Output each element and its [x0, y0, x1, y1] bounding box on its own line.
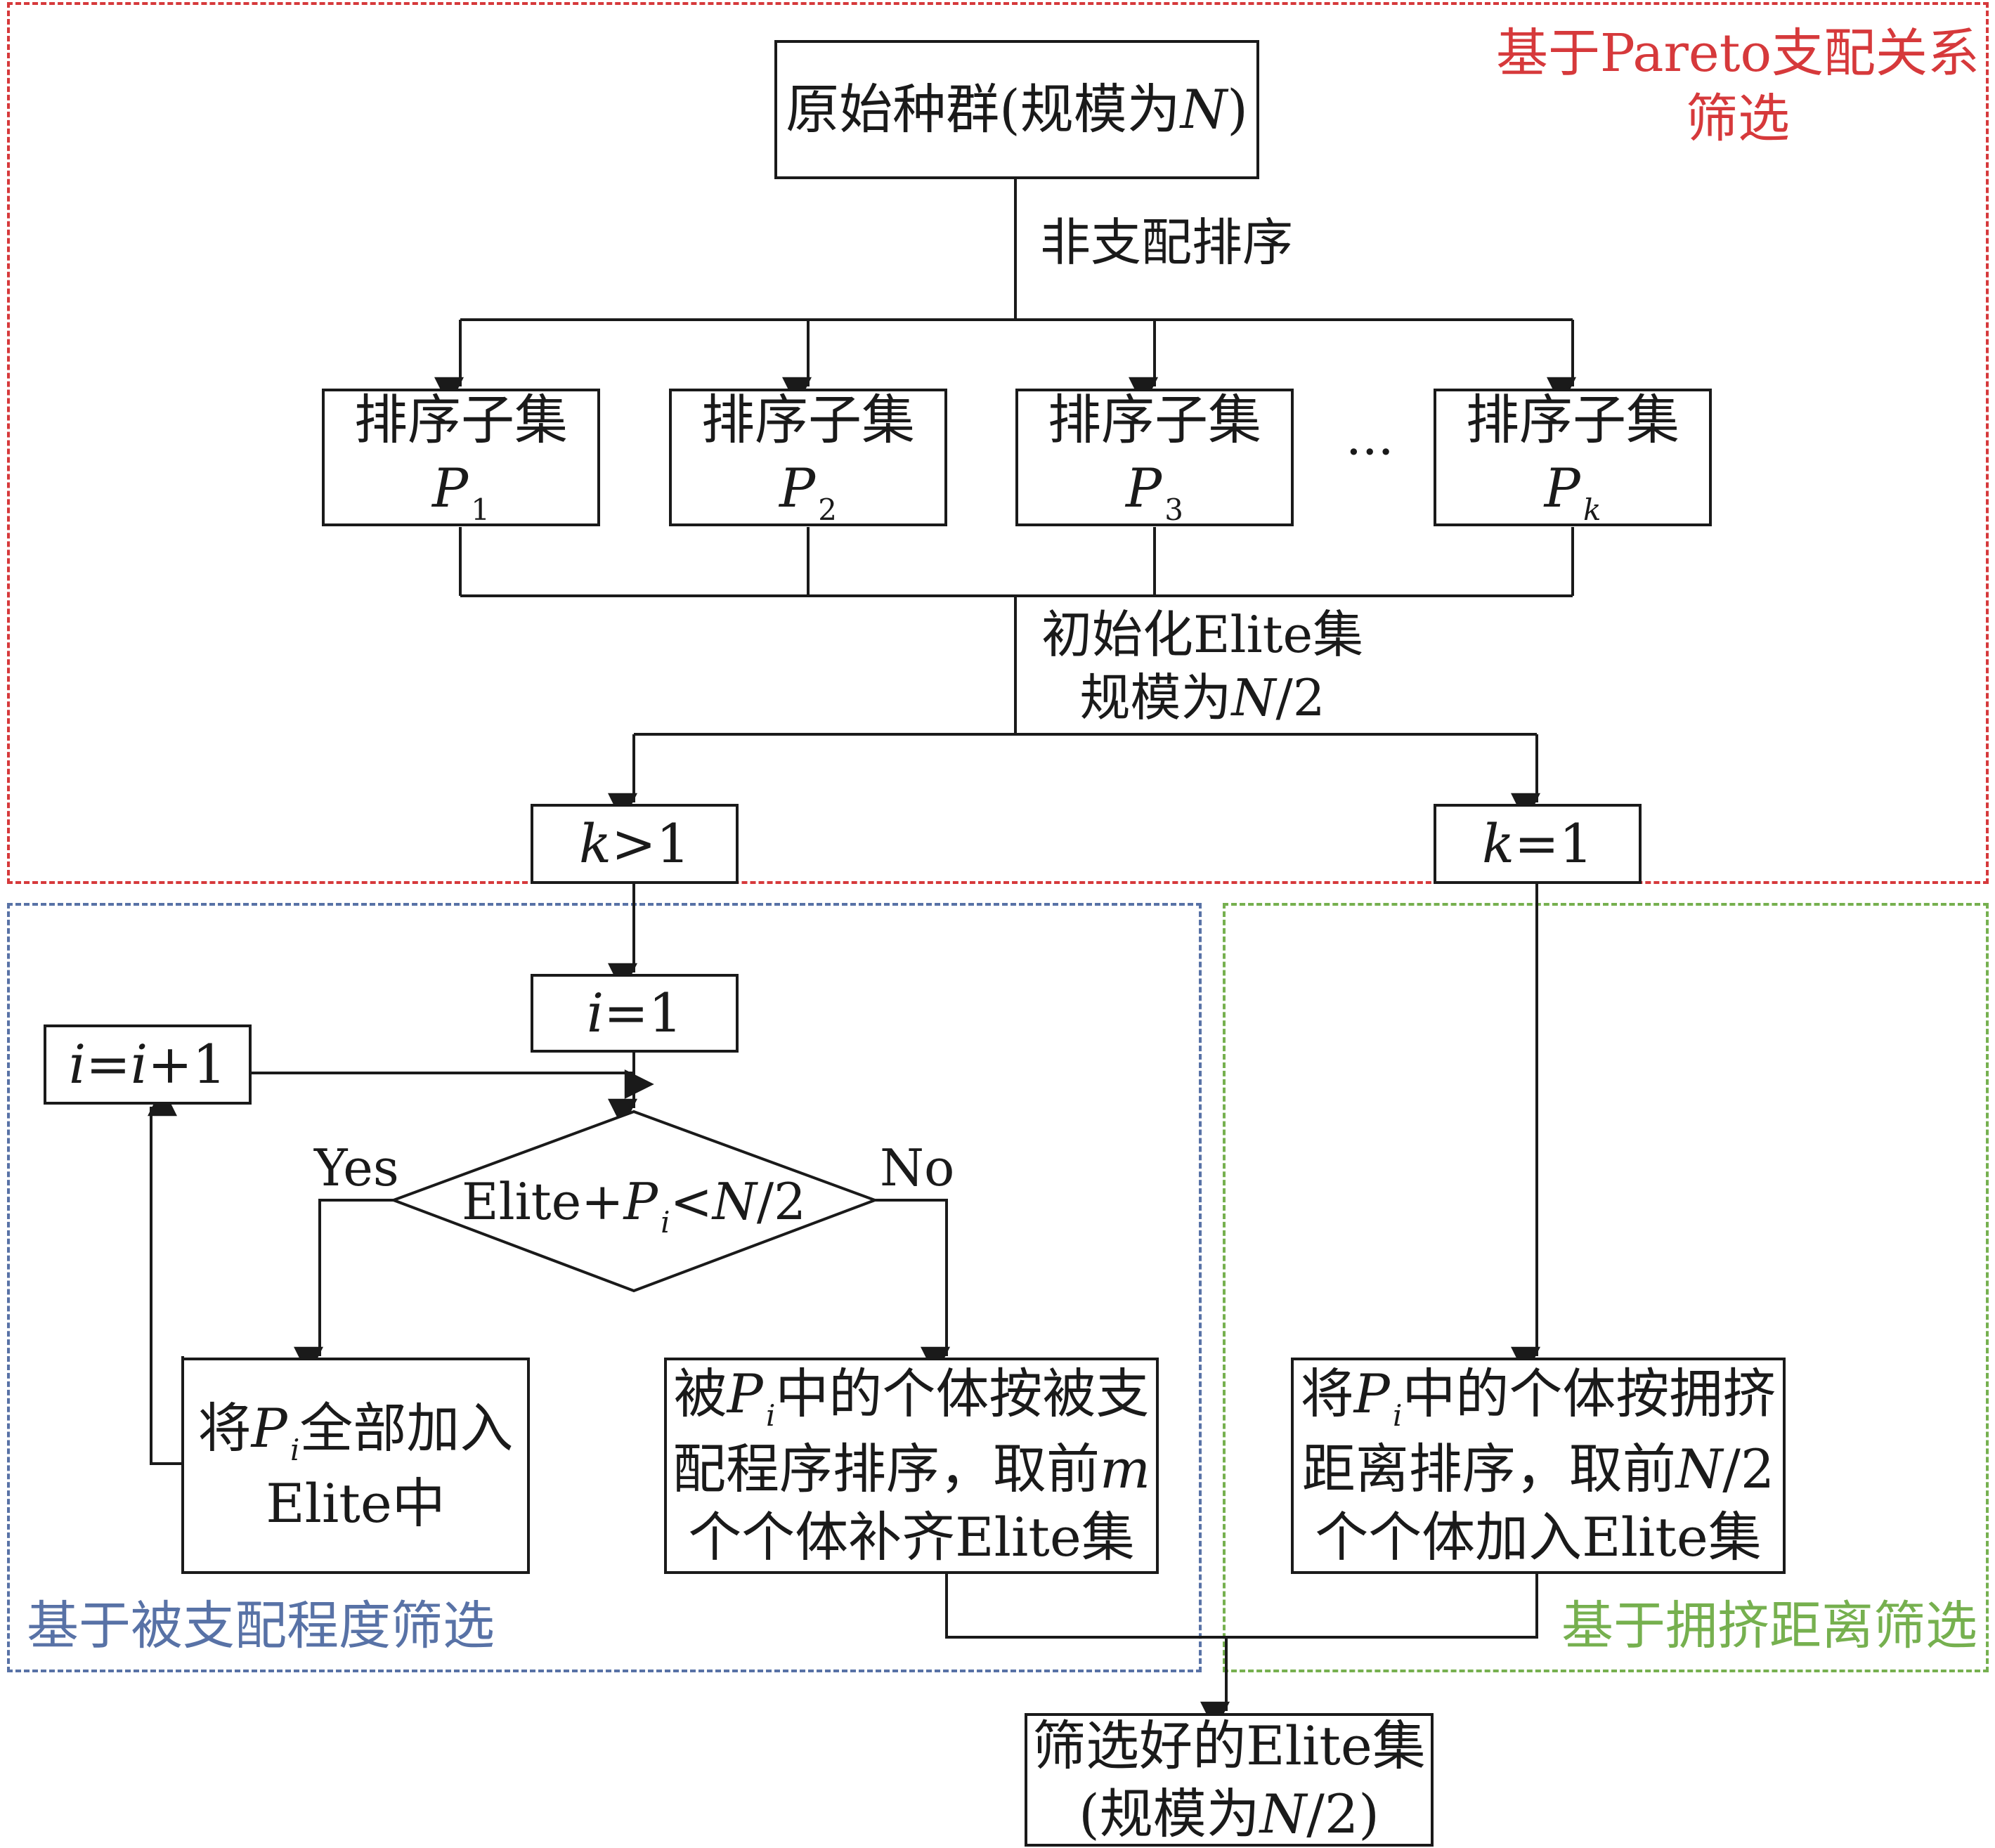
original-population-box: 原始种群(规模为N) — [774, 40, 1259, 179]
arrow-no — [875, 1199, 950, 1377]
arrow-loop-back — [148, 1086, 184, 1465]
dominance-region — [7, 903, 1202, 1672]
subset-pk-box: 排序子集 Pk — [1434, 389, 1712, 527]
pareto-region-title: 基于Pareto支配关系 筛选 — [1495, 23, 1980, 149]
subset-ellipsis: ··· — [1346, 422, 1394, 481]
i-increment-box: i=i+1 — [44, 1024, 252, 1105]
subset-p2-box: 排序子集 P2 — [669, 389, 947, 527]
i-init-box: i=1 — [531, 974, 739, 1053]
dominance-sort-box: 被Pi中的个体按被支 配程序排序，取前m 个个体补齐Elite集 — [664, 1358, 1159, 1574]
dominance-region-title: 基于被支配程度筛选 — [27, 1596, 495, 1656]
k-greater-than-one-box: k>1 — [531, 804, 739, 884]
final-elite-box: 筛选好的Elite集 (规模为N/2) — [1025, 1713, 1434, 1847]
line-dominance-out — [945, 1574, 1538, 1639]
crowding-region-title: 基于拥挤距离筛选 — [1561, 1596, 1977, 1656]
init-elite-label: 初始化Elite集 规模为N/2 — [1041, 605, 1364, 727]
pareto-region — [7, 2, 1989, 884]
crowding-region — [1223, 903, 1989, 1672]
no-label: No — [880, 1138, 955, 1197]
decision-diamond — [389, 1110, 879, 1293]
arrow-yes — [294, 1199, 394, 1377]
crowding-sort-box: 将Pi中的个体按拥挤 距离排序，取前N/2 个个体加入Elite集 — [1291, 1358, 1786, 1574]
yes-label: Yes — [314, 1138, 399, 1197]
decision-condition-text: Elite+Pi<N/2 — [462, 1172, 806, 1239]
k-equals-one-box: k=1 — [1434, 804, 1642, 884]
subset-p1-box: 排序子集 P1 — [322, 389, 600, 527]
add-all-to-elite-box: 将Pi全部加入 Elite中 — [181, 1358, 530, 1574]
subset-p3-box: 排序子集 P3 — [1015, 389, 1294, 527]
non-dominated-sort-label: 非支配排序 — [1040, 213, 1294, 272]
